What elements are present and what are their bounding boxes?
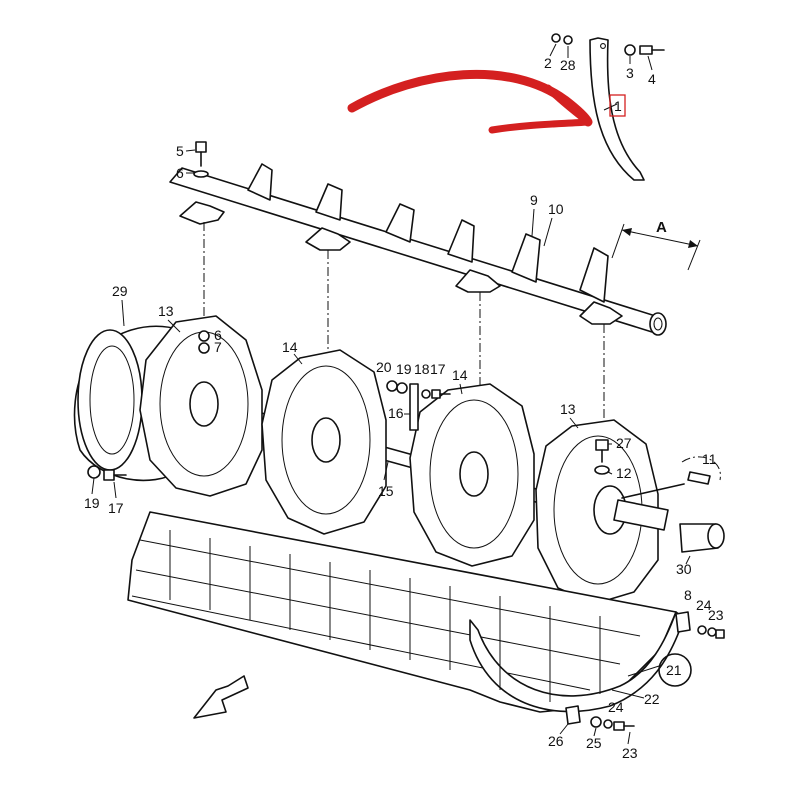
callout-2: 2 [544, 55, 552, 71]
callout-11: 11 [702, 451, 717, 467]
red-annotation-arrow [347, 69, 593, 134]
callout-23-bottom: 23 [622, 745, 638, 761]
callout-16: 16 [388, 405, 404, 421]
callout-10: 10 [548, 201, 564, 217]
callout-28: 28 [560, 57, 576, 73]
rotor-assembly: 29 13 6 7 14 14 13 30 [73, 283, 725, 605]
detail-part-1-finger: 1 2 28 3 4 [544, 33, 665, 181]
callout-23-right: 23 [708, 607, 724, 623]
callout-14-right: 14 [452, 367, 468, 383]
callout-19-rotor: 19 [396, 361, 412, 377]
callout-17-left: 17 [108, 500, 124, 516]
tine-bar-assembly: 5 6 9 10 A [169, 141, 701, 336]
callout-9: 9 [530, 192, 538, 208]
callout-27: 27 [616, 435, 632, 451]
callout-1: 1 [614, 98, 622, 114]
callout-6-rotor: 6 [214, 327, 222, 343]
callout-24-right: 24 [696, 597, 712, 613]
callout-30: 30 [676, 561, 692, 577]
callout-13-left: 13 [158, 303, 174, 319]
callout-22: 22 [644, 691, 660, 707]
callout-4: 4 [648, 71, 656, 87]
callout-3: 3 [626, 65, 634, 81]
callout-14-left: 14 [282, 339, 298, 355]
part-1-highlight-box [609, 94, 626, 117]
alignment-lines [203, 222, 605, 424]
callout-7: 7 [214, 339, 222, 355]
callout-17-rotor: 17 [430, 361, 446, 377]
callout-20: 20 [376, 359, 392, 375]
callout-13-right: 13 [560, 401, 576, 417]
callout-12: 12 [616, 465, 632, 481]
hardware-left: 19 17 [84, 465, 127, 516]
callout-18: 18 [414, 361, 430, 377]
callout-19-left: 19 [84, 495, 100, 511]
callout-21: 21 [666, 662, 682, 678]
callout-5: 5 [176, 143, 184, 159]
callout-15: 15 [378, 483, 394, 499]
callout-8: 8 [684, 587, 692, 603]
callout-6-top: 6 [176, 165, 184, 181]
callout-25: 25 [586, 735, 602, 751]
concave-grate: 8 24 23 21 22 26 25 24 23 [127, 511, 725, 761]
callout-26: 26 [548, 733, 564, 749]
callout-24-bottom: 24 [608, 699, 624, 715]
dimension-a-label: A [656, 219, 667, 236]
callout-29: 29 [112, 283, 128, 299]
